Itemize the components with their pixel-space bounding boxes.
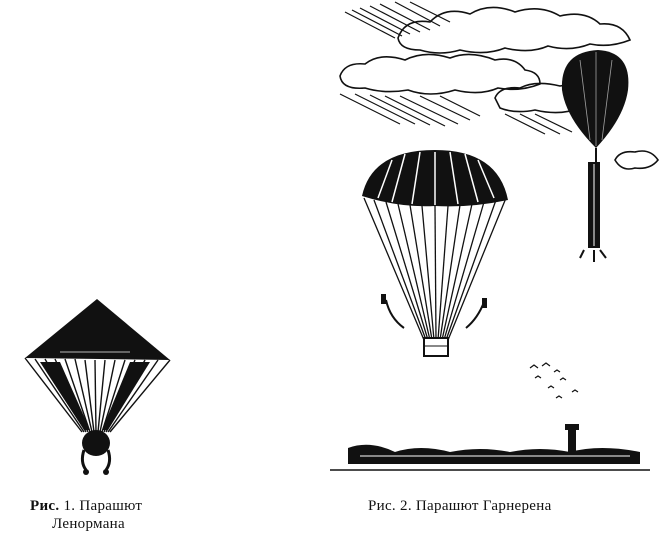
- ground: [330, 424, 650, 471]
- figure-1-caption-line2: Ленормана: [52, 516, 125, 532]
- balloon: [561, 50, 629, 262]
- figure-1-caption-line1: Парашют: [79, 498, 143, 514]
- garnerin-canopy: [362, 150, 508, 357]
- birds: [529, 362, 579, 399]
- figure-1-caption-prefix: Рис.: [30, 498, 60, 514]
- cloud-hatching: [339, 1, 573, 135]
- figure-1-caption: Рис. 1. Парашют Ленормана: [30, 497, 200, 533]
- figure-2-caption: Рис. 2. Парашют Гарнерена: [368, 498, 552, 514]
- lenormand-figure: [80, 430, 112, 475]
- lenormand-canopy: [24, 299, 171, 433]
- figure-1-caption-number: 1.: [63, 498, 76, 514]
